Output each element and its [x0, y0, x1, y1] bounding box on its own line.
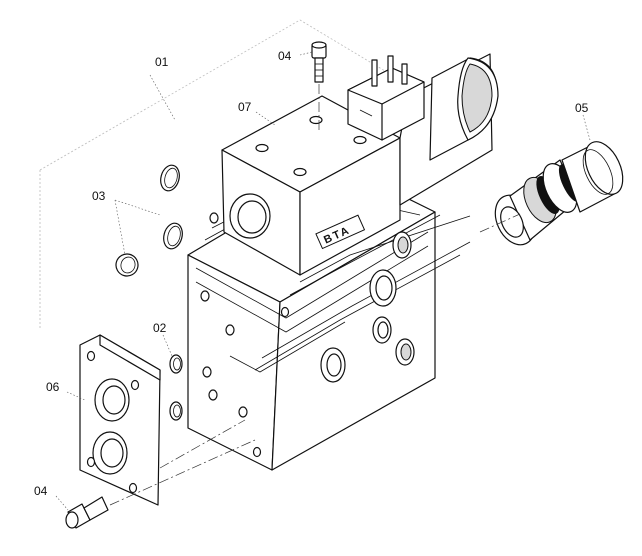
- cartridge-valve-05: [494, 141, 624, 246]
- label-04-top: 04: [278, 49, 292, 63]
- bolt-top-04: [311, 41, 327, 83]
- label-05: 05: [575, 101, 589, 115]
- o-rings-02: [169, 354, 183, 421]
- label-03: 03: [92, 189, 106, 203]
- label-07: 07: [238, 100, 252, 114]
- o-rings-03: [115, 164, 183, 277]
- leader-lines: [55, 51, 591, 511]
- label-02: 02: [153, 321, 167, 335]
- label-01: 01: [155, 55, 169, 69]
- adapter-plate-06: [79, 334, 161, 506]
- part-labels: 01 03 04 07 05 02 06 04: [34, 49, 589, 498]
- bolt-bottom-04: [65, 496, 109, 529]
- label-04-bottom: 04: [34, 484, 48, 498]
- center-lines: [109, 84, 521, 506]
- label-06: 06: [46, 380, 60, 394]
- solenoid-coil: [347, 53, 499, 206]
